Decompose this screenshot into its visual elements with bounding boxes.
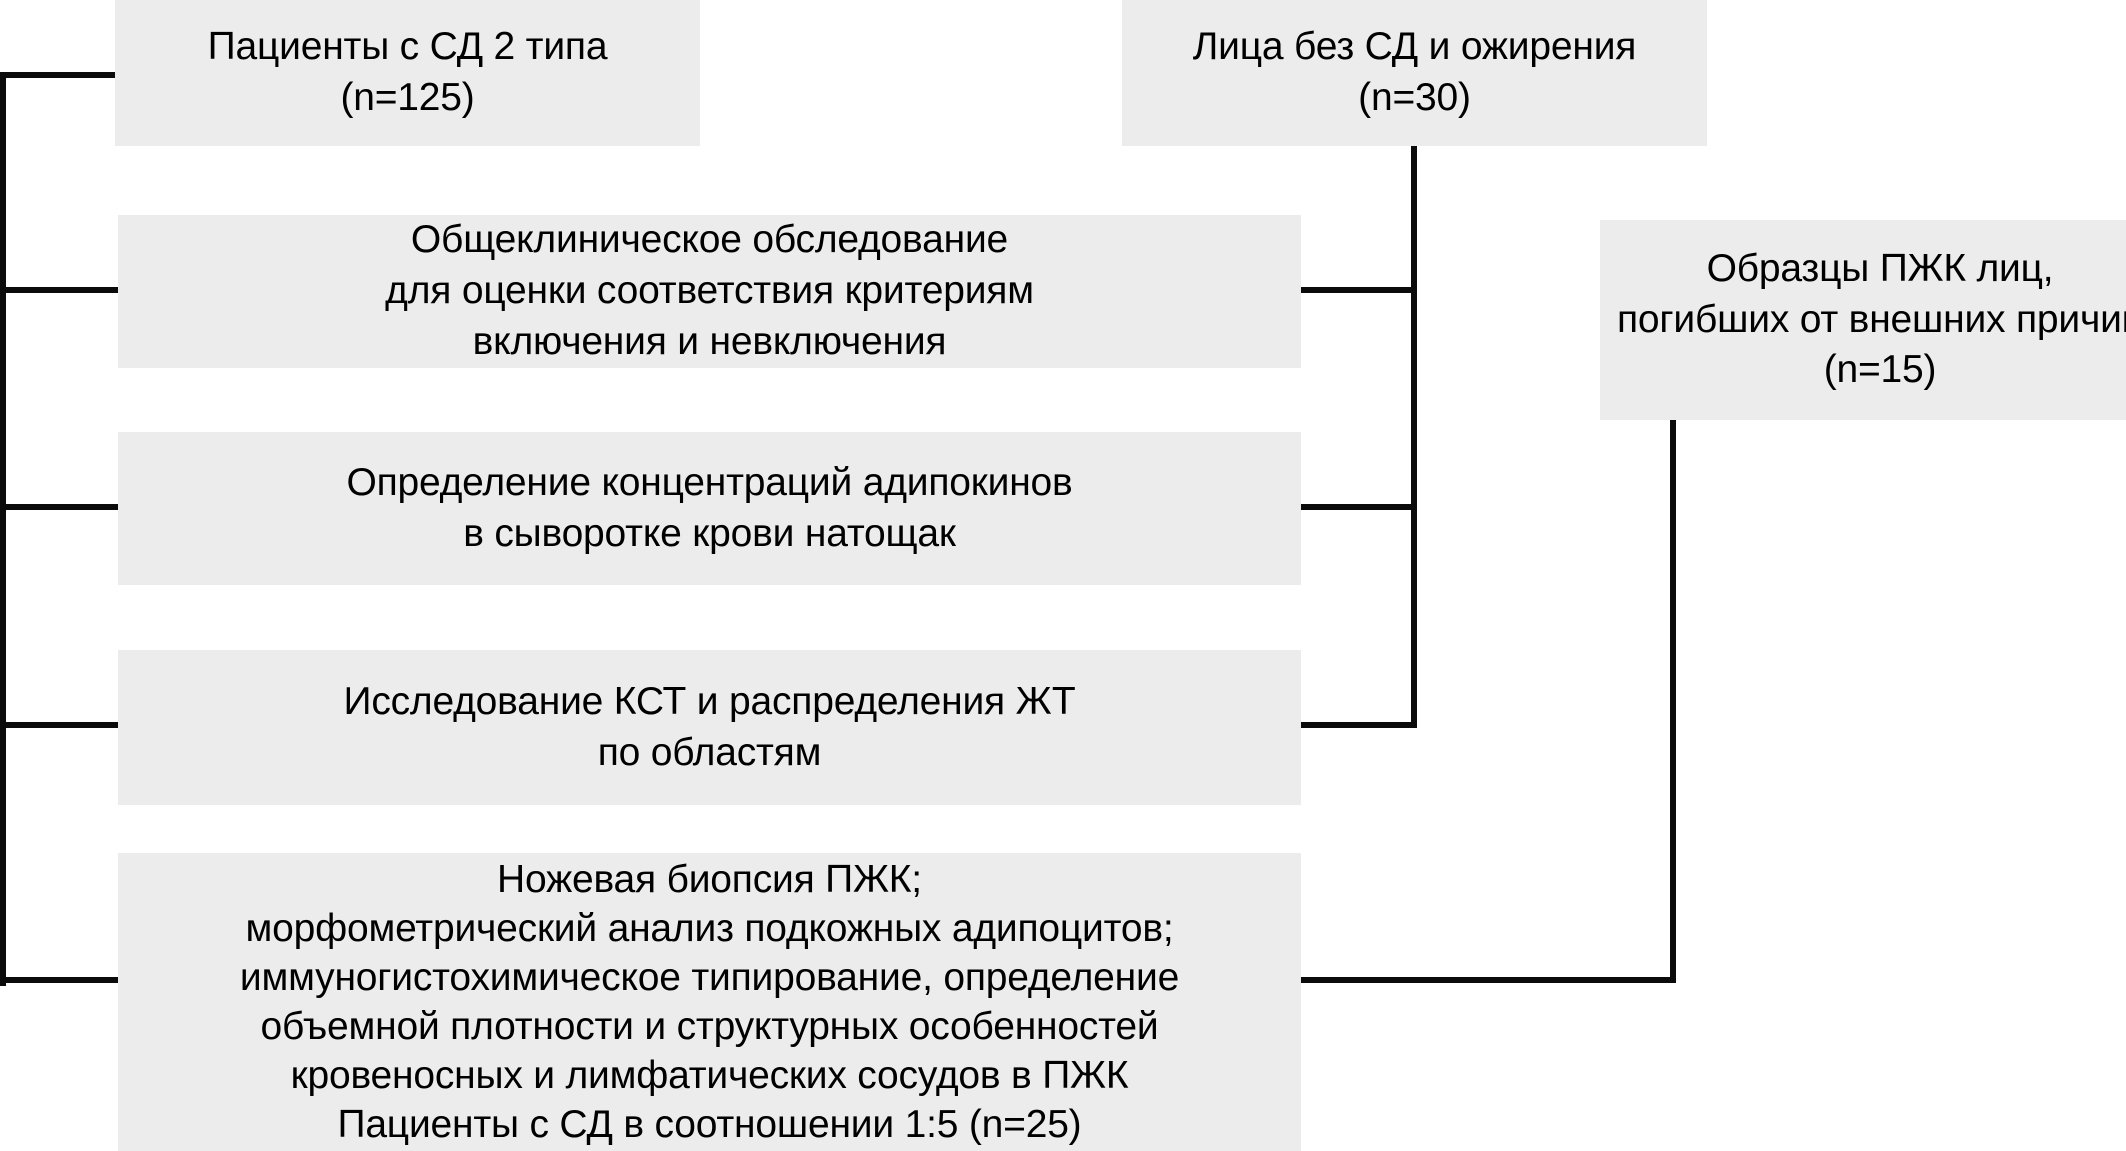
connector-left-stub-biopsy xyxy=(0,977,120,983)
connector-left-stub-kst-study xyxy=(0,722,120,728)
node-spj-samples: Образцы ПЖК лиц, погибших от внешних при… xyxy=(1600,220,2126,420)
connector-left-stub-patients-dm2 xyxy=(0,72,118,78)
node-adipokines: Определение концентраций адипокинов в сы… xyxy=(118,432,1301,585)
connector-middle-stub-adipokines xyxy=(1299,504,1417,510)
connector-left-stub-clinical-exam xyxy=(0,287,120,293)
connector-middle-stub-kst-study xyxy=(1299,722,1417,728)
connector-right-stub-biopsy xyxy=(1299,977,1676,983)
node-no-dm-obesity-label: Лица без СД и ожирения (n=30) xyxy=(1192,25,1637,119)
node-adipokines-label: Определение концентраций адипокинов в сы… xyxy=(346,460,1073,555)
node-biopsy: Ножевая биопсия ПЖК; морфометрический ан… xyxy=(118,853,1301,1151)
node-kst-study-label: Исследование КСТ и распределения ЖТ по о… xyxy=(343,679,1076,774)
node-no-dm-obesity: Лица без СД и ожирения (n=30) xyxy=(1122,0,1707,146)
node-patients-dm2: Пациенты с СД 2 типа (n=125) xyxy=(115,0,700,146)
connector-middle-stub-clinical-exam xyxy=(1299,287,1417,293)
node-spj-samples-label: Образцы ПЖК лиц, погибших от внешних при… xyxy=(1616,246,2126,392)
connector-left-stub-adipokines xyxy=(0,504,120,510)
node-patients-dm2-label: Пациенты с СД 2 типа (n=125) xyxy=(207,25,608,119)
connector-middle-spine xyxy=(1411,143,1417,728)
connector-left-spine xyxy=(0,75,6,986)
node-biopsy-label: Ножевая биопсия ПЖК; морфометрический ан… xyxy=(239,857,1180,1147)
connector-right-spine xyxy=(1670,417,1676,980)
node-clinical-exam: Общеклиническое обследование для оценки … xyxy=(118,215,1301,368)
node-clinical-exam-label: Общеклиническое обследование для оценки … xyxy=(385,218,1034,363)
node-kst-study: Исследование КСТ и распределения ЖТ по о… xyxy=(118,650,1301,805)
